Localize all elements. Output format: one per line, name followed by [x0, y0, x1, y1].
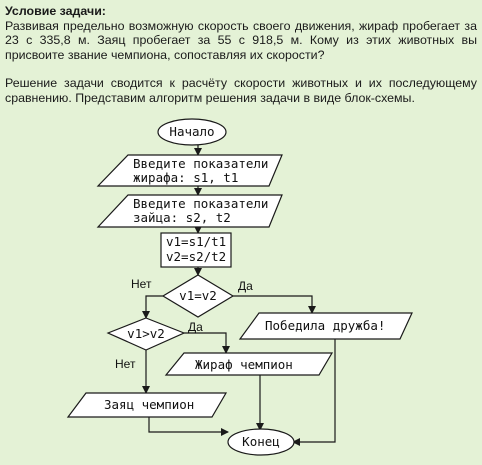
input-giraffe-block: Введите показатели жирафа: s1, t1: [96, 154, 283, 187]
arrow-friendship-to-end: [292, 339, 336, 446]
output-friendship-label: Победила дружба!: [265, 318, 385, 333]
decision-greater-label: v1>v2: [127, 326, 165, 341]
label-no-greater: Нет: [115, 357, 136, 371]
output-hare-label: Заяц чемпион: [104, 397, 194, 412]
decision-greater: v1>v2: [106, 317, 186, 351]
task-solution: Решение задачи сводится к расчёту скорос…: [5, 76, 477, 105]
arrow-hare-to-end: [148, 417, 229, 436]
task-title: Условие задачи:: [5, 4, 106, 18]
start-label: Начало: [169, 124, 214, 139]
label-yes-equal: Да: [238, 279, 253, 293]
decision-equal-label: v1=v2: [179, 288, 217, 303]
input-hare-line-2: зайца: s2, t2: [133, 210, 231, 225]
arrow-equal-yes: [233, 295, 316, 314]
input-giraffe-line-2: жирафа: s1, t1: [133, 170, 238, 185]
output-giraffe-label: Жираф чемпион: [195, 357, 293, 372]
compute-block: v1=s1/t1 v2=s2/t2: [160, 232, 232, 268]
input-hare-line-1: Введите показатели: [133, 196, 268, 211]
flowchart-connectors: [142, 145, 336, 446]
label-yes-greater: Да: [188, 320, 203, 334]
compute-line-2: v2=s2/t2: [166, 249, 226, 264]
arrow-greater-yes: [184, 332, 230, 354]
task-body: Развивая предельно возможную скорость св…: [5, 18, 477, 62]
output-friendship-block: Победила дружба!: [238, 312, 413, 340]
compute-line-1: v1=s1/t1: [166, 234, 226, 249]
arrow-equal-no: [142, 295, 163, 319]
output-giraffe-block: Жираф чемпион: [164, 352, 334, 376]
decision-equal: v1=v2: [161, 274, 235, 318]
end-label: Конец: [242, 434, 280, 449]
input-hare-block: Введите показатели зайца: s2, t2: [96, 194, 283, 228]
start-terminator: Начало: [157, 118, 227, 146]
task-text: Условие задачи: Развивая предельно возмо…: [5, 4, 477, 105]
input-giraffe-line-1: Введите показатели: [133, 156, 268, 171]
output-hare-block: Заяц чемпион: [66, 392, 228, 418]
end-terminator: Конец: [227, 428, 295, 456]
label-no-equal: Нет: [131, 277, 152, 291]
